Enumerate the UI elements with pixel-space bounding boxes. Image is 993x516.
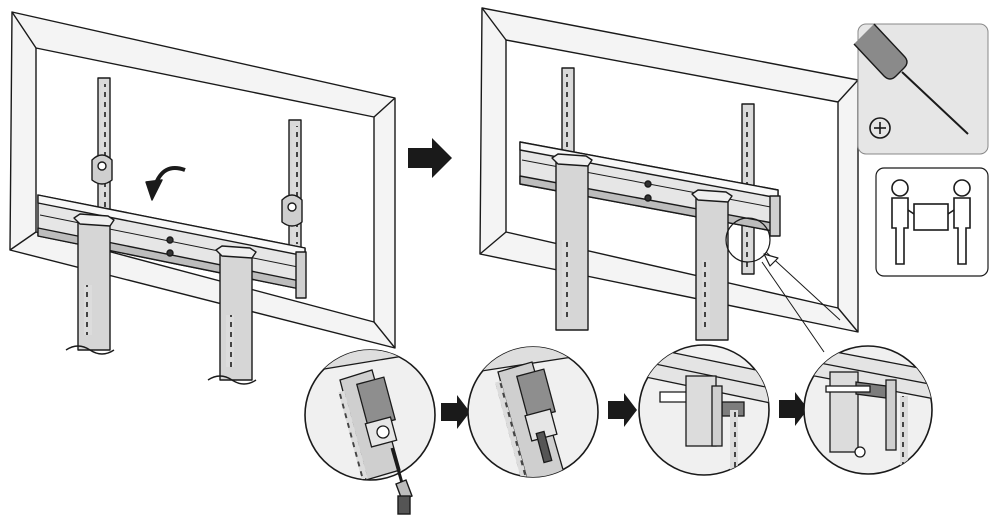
detail-view-3 [638,344,770,476]
detail-highlight-circle [725,217,771,263]
stand-column-right [691,189,733,341]
two-person-lift-icon [891,179,971,265]
screw-icon [390,447,413,515]
pointer-arrow-icon [763,253,779,267]
detail-view-2 [467,346,599,478]
detail-arrow-icon [608,393,637,427]
detail-arrow-icon [441,395,470,429]
detail-arrow-icon [779,392,808,426]
stand-column-left [65,213,115,355]
phillips-screwdriver-icon [853,23,969,135]
detail-view-1 [304,349,436,515]
tool-screwdriver: ⊕ [853,23,989,155]
step-arrow-icon [408,138,452,178]
tv-arm-left [91,77,113,229]
detail-view-4 [803,345,933,475]
tv-arm-right [281,119,303,251]
stand-column-right [207,245,257,385]
stand-column-left [551,153,593,331]
tool-two-person [875,167,989,277]
step-1-illustration [9,11,396,385]
step-2-illustration [479,7,859,353]
